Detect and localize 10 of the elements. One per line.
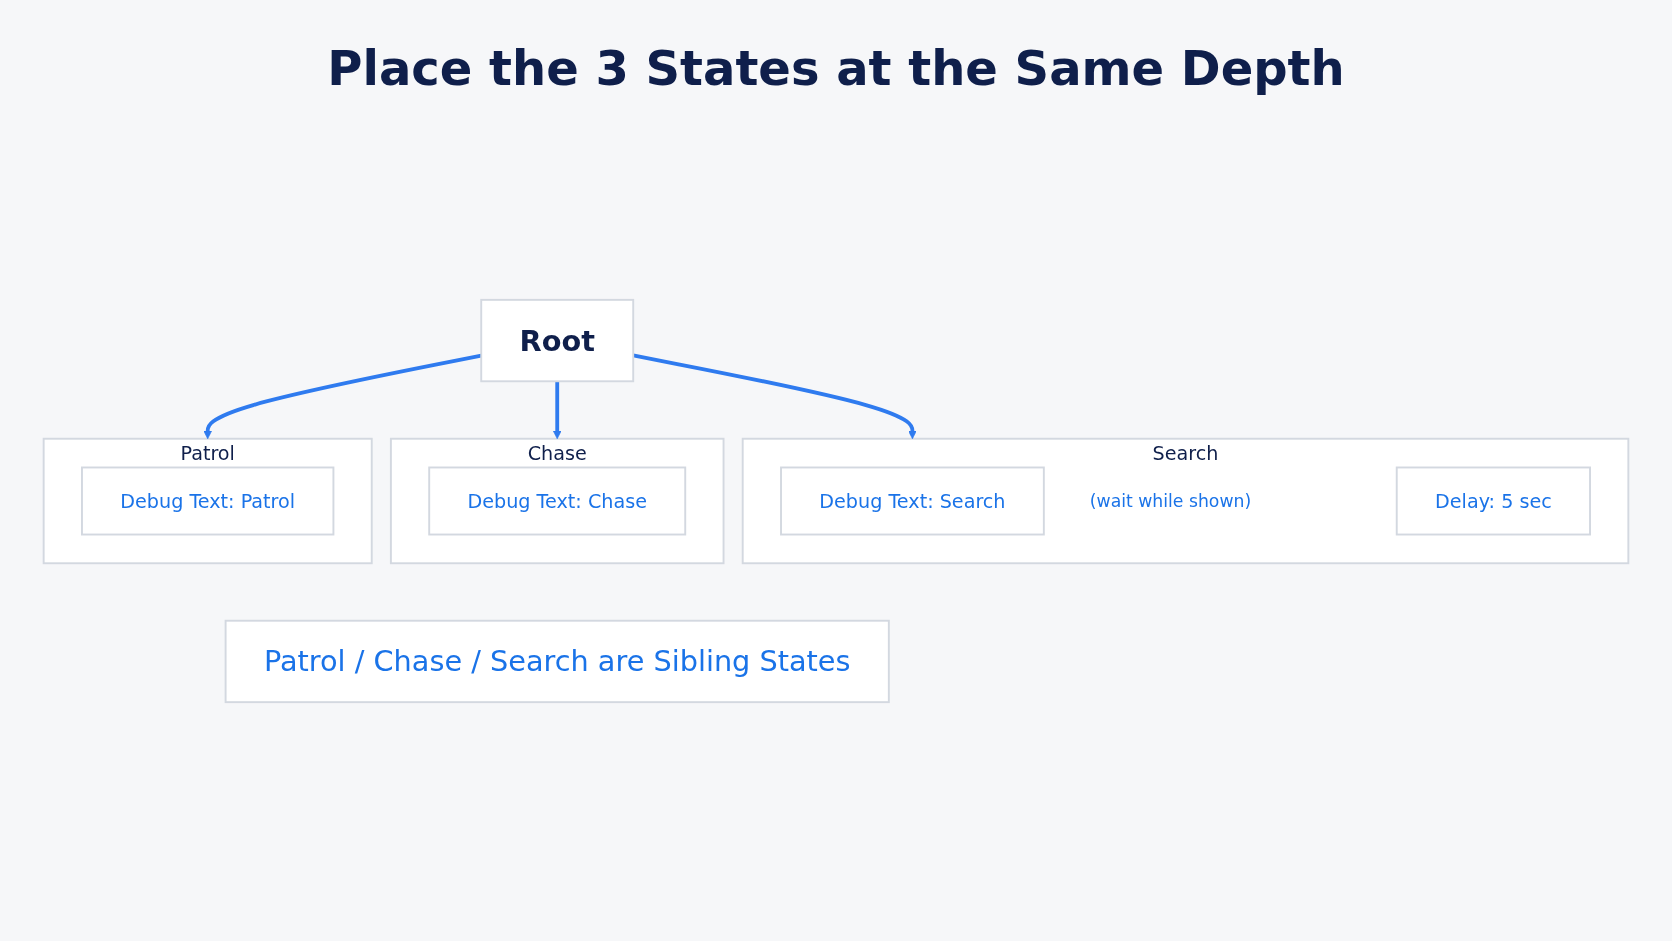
node-box: Debug Text: Patrol [81, 466, 335, 536]
arrow [203, 353, 482, 440]
node-box: Debug Text: Chase [428, 466, 687, 536]
title: Place the 3 States at the Same Depth [326, 40, 1346, 96]
node-label: (wait while shown) [1089, 490, 1252, 512]
arrow [553, 381, 562, 440]
node-box: Debug Text: Search [780, 466, 1045, 536]
node-box: Patrol / Chase / Search are Sibling States [224, 619, 890, 704]
node-box: Delay: 5 sec [1395, 466, 1591, 536]
node-box: Root [480, 298, 635, 383]
